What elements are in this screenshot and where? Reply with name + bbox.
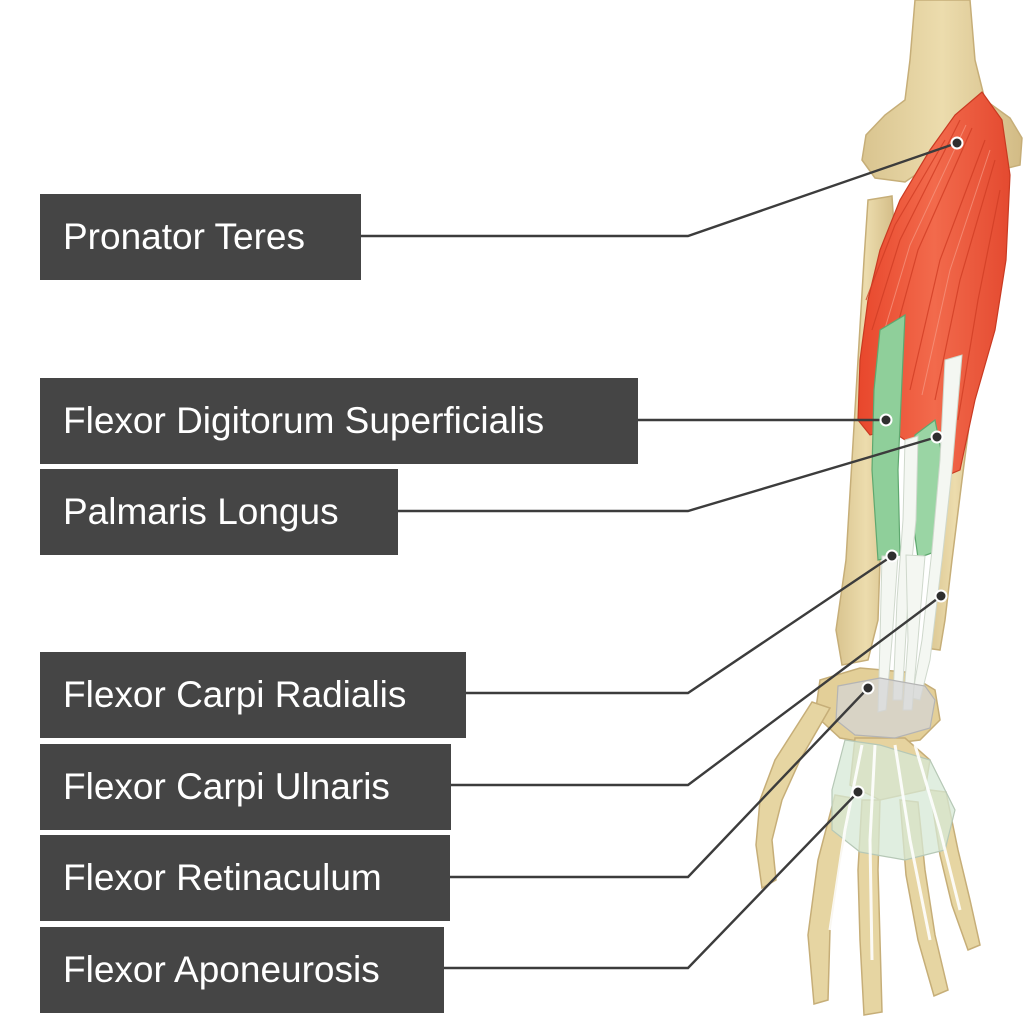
pointer-dot-flexor-aponeurosis: [851, 785, 865, 799]
label-flexor-digitorum-superficialis: Flexor Digitorum Superficialis: [40, 378, 638, 464]
label-flexor-carpi-radialis: Flexor Carpi Radialis: [40, 652, 466, 738]
label-pronator-teres: Pronator Teres: [40, 194, 361, 280]
pointer-dot-pronator-teres: [950, 136, 964, 150]
leader-line-flexor-carpi-radialis: [466, 555, 893, 695]
pointer-dot-flexor-carpi-radialis: [885, 549, 899, 563]
pointer-dots: [851, 136, 964, 799]
label-palmaris-longus: Palmaris Longus: [40, 469, 398, 555]
label-flexor-aponeurosis: Flexor Aponeurosis: [40, 927, 444, 1013]
leader-line-flexor-retinaculum: [450, 687, 869, 879]
tendons: [877, 354, 963, 713]
pointer-dot-flexor-retinaculum: [861, 681, 875, 695]
leader-line-flexor-carpi-ulnaris: [451, 595, 942, 787]
leader-line-pronator-teres: [361, 141, 958, 238]
pointer-dot-palmaris-longus: [930, 430, 944, 444]
label-flexor-carpi-ulnaris: Flexor Carpi Ulnaris: [40, 744, 451, 830]
flexor-retinaculum: [835, 677, 936, 739]
pointer-dot-flexor-digitorum-superficialis: [879, 413, 893, 427]
pointer-dot-flexor-carpi-ulnaris: [934, 589, 948, 603]
leader-lines: [361, 141, 958, 970]
leader-line-flexor-aponeurosis: [444, 791, 859, 970]
leader-line-palmaris-longus: [398, 435, 938, 513]
label-flexor-retinaculum: Flexor Retinaculum: [40, 835, 450, 921]
flexor-aponeurosis: [828, 739, 962, 961]
